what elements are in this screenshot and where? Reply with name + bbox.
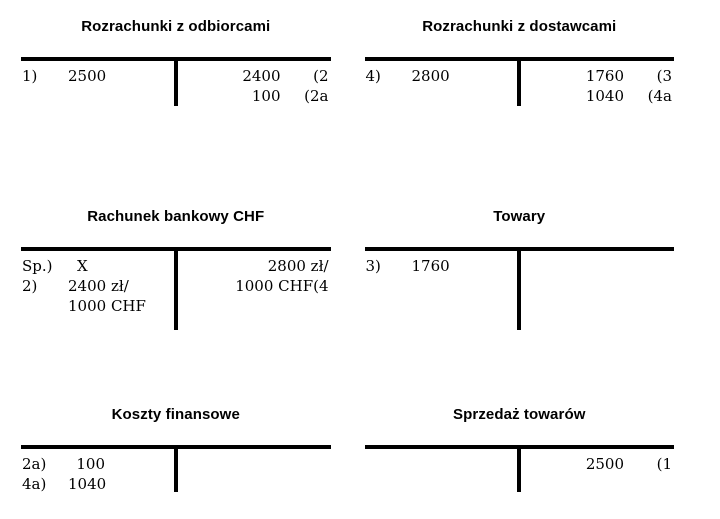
account-body: 1) 2500 2400 (2 100 (2a [21,61,331,106]
entry-amount: 2500 [585,455,624,473]
entry-amount: 1000 CHF [68,297,146,315]
entry-ref: (4a [647,87,672,105]
entry-amount: 2400 [242,67,281,85]
t-vertical-line [173,61,178,106]
credit-entry: 2800 zł/ [185,256,329,276]
credit-column [519,251,674,276]
account-body: 2a) 100 4a) 1040 [21,449,331,494]
debit-entry: Sp.) X [22,256,165,276]
credit-column [175,449,330,494]
credit-entry: 2500 (1 [529,454,672,474]
t-horizontal-line [21,247,331,251]
debit-entry: 1000 CHF [22,296,165,316]
account-title: Koszty finansowe [111,406,240,423]
credit-column: 2400 (2 100 (2a [175,61,330,106]
credit-column: 2500 (1 [519,449,674,474]
debit-entry: 3) 1760 [366,256,509,276]
credit-column: 2800 zł/1000 CHF(4 [175,251,330,316]
entry-ref: 2a) [22,455,47,473]
entry-ref: Sp.) [22,257,53,275]
t-account: Rachunek bankowy CHF Sp.) X 2) 2400 zł/1000… [21,207,331,330]
account-title: Towary [493,208,546,225]
credit-entry: 100 (2a [185,86,329,106]
debit-entry: 4) 2800 [366,66,509,86]
debit-column: 4) 2800 [365,61,519,106]
t-account: Towary 3) 1760 [364,207,675,330]
account-body: 4) 2800 1760 (3 1040 (4a [365,61,675,106]
t-horizontal-line [21,445,331,449]
debit-entry: 2a) 100 [22,454,165,474]
t-vertical-line [173,251,178,330]
t-vertical-line [517,61,522,106]
credit-entry: 2400 (2 [185,66,328,86]
entry-amount: 100 [76,455,105,473]
entry-amount: 2500 [68,67,107,85]
account-title: Rachunek bankowy CHF [87,208,265,225]
entry-amount: 1000 CHF(4 [235,277,329,295]
t-vertical-line [173,449,178,492]
entry-ref: (2a [304,87,329,105]
debit-column: 3) 1760 [365,251,519,276]
entry-ref: 1) [22,67,38,85]
account-title: Sprzedaż towarów [453,406,586,423]
entry-amount: 2400 zł/ [68,277,129,295]
entry-amount: 1760 [585,67,624,85]
entry-amount: 1040 [585,87,624,105]
entry-ref: (3 [656,67,672,85]
credit-column: 1760 (3 1040 (4a [519,61,674,106]
debit-entry: 1) 2500 [22,66,165,86]
entry-ref [22,296,68,316]
entry-amount: 2800 [411,67,450,85]
t-horizontal-line [364,247,674,251]
credit-entry: 1760 (3 [529,66,672,86]
entry-amount: 2800 zł/ [267,257,329,275]
entry-amount: 1040 [68,475,107,493]
account-title: Rozrachunki z dostawcami [422,18,617,35]
account-body: Sp.) X 2) 2400 zł/1000 CHF 2800 zł/1000 CHF… [21,251,331,330]
debit-entry: 2) 2400 zł/ [22,276,165,296]
account-title: Rozrachunki z odbiorcami [81,18,271,35]
debit-column: 1) 2500 [21,61,175,106]
debit-column: Sp.) X 2) 2400 zł/1000 CHF [21,251,175,316]
account-body: 3) 1760 [365,251,675,330]
entry-ref: (1 [656,455,672,473]
entry-ref: 2) [22,277,38,295]
entry-amount: 100 [251,87,281,105]
entry-ref: 3) [365,257,381,275]
t-horizontal-line [21,57,331,61]
debit-column: 2a) 100 4a) 1040 [21,449,175,494]
t-horizontal-line [364,57,674,61]
entry-ref: (2 [313,67,329,85]
t-vertical-line [517,449,522,492]
credit-entry: 1000 CHF(4 [185,276,328,296]
debit-column [365,449,519,474]
debit-entry: 4a) 1040 [22,474,165,494]
entry-ref: 4a) [22,475,47,493]
t-account: Sprzedaż towarów 2500 (1 [364,405,675,492]
t-horizontal-line [364,445,674,449]
account-body: 2500 (1 [365,449,675,492]
t-account: Koszty finansowe 2a) 100 4a) 1040 [21,405,331,494]
t-vertical-line [517,251,522,330]
credit-entry: 1040 (4a [529,86,672,106]
entry-amount: X [77,257,88,275]
entry-amount: 1760 [411,257,450,275]
entry-ref: 4) [365,67,381,85]
